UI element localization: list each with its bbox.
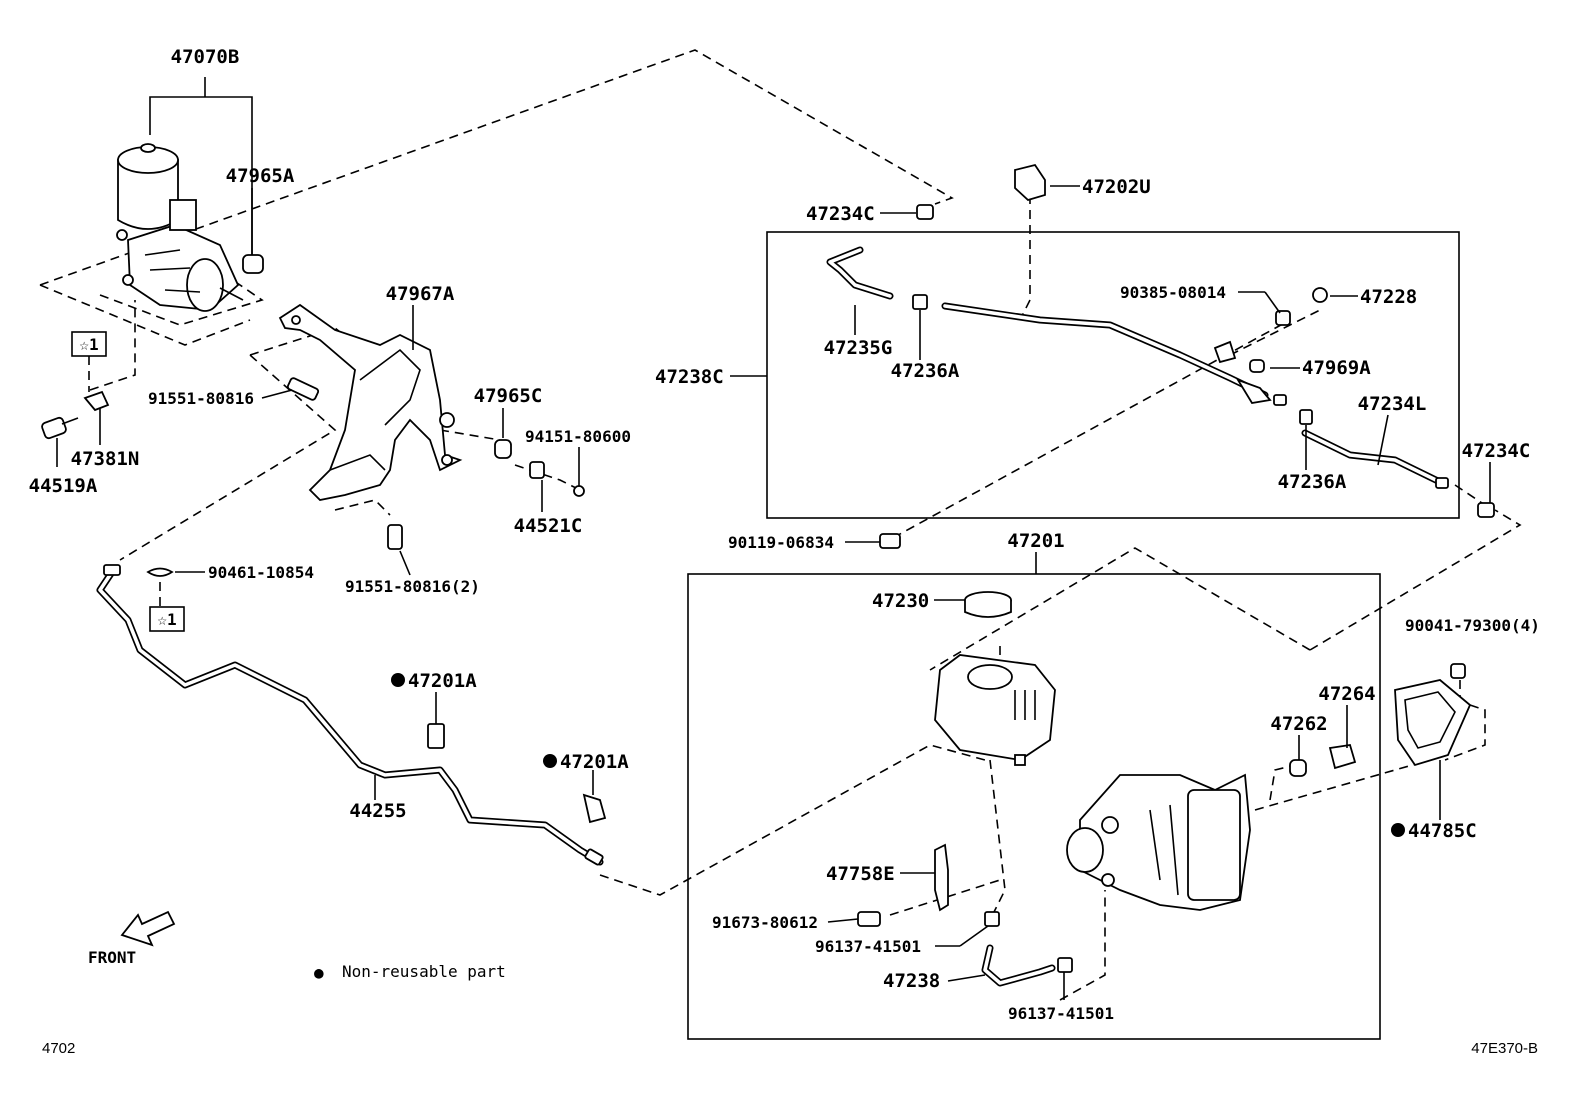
label-47228: 47228: [1360, 286, 1417, 308]
label-90385-08014: 90385-08014: [1120, 283, 1226, 302]
front-label: FRONT: [88, 948, 136, 967]
label-44519A: 44519A: [29, 475, 98, 497]
front-arrow: [120, 910, 176, 947]
label-47758E: 47758E: [826, 863, 895, 885]
label-47070B: 47070B: [171, 46, 240, 68]
label-90461-10854: 90461-10854: [208, 563, 314, 582]
label-47234C-2: 47234C: [1462, 440, 1531, 462]
leader-lines: [56, 185, 1491, 1000]
label-47201A-1: 47201A: [408, 670, 477, 692]
part-90119-06834: [879, 533, 901, 549]
label-47967A: 47967A: [386, 283, 455, 305]
label-47965A: 47965A: [226, 165, 295, 187]
part-47234C-top: [916, 204, 934, 220]
label-91551-80816-2: 91551-80816(2): [345, 577, 480, 596]
label-47202U: 47202U: [1082, 176, 1151, 198]
master-cylinder: [1066, 773, 1251, 911]
legend-symbol: ●: [314, 963, 324, 982]
fasteners-left: [41, 377, 585, 577]
label-47201A-2: 47201A: [560, 751, 629, 773]
part-labels: 47070B 47965A 47967A 91551-80816 47965C …: [29, 46, 1540, 1023]
label-47262: 47262: [1270, 713, 1327, 735]
legend-text: Non-reusable part: [342, 962, 506, 981]
hose-kit: [826, 246, 1449, 489]
footer-left-code: 4702: [42, 1040, 75, 1057]
label-47381N: 47381N: [71, 448, 140, 470]
label-91551-80816: 91551-80816: [148, 389, 254, 408]
label-47236A-2: 47236A: [1278, 471, 1347, 493]
label-47230: 47230: [872, 590, 929, 612]
brake-tube-44255: [96, 564, 607, 866]
label-44521C: 44521C: [514, 515, 583, 537]
nonreusable-dot-47201A-2: [543, 754, 557, 768]
label-96137-41501-1: 96137-41501: [815, 937, 921, 956]
pump-assembly: [116, 143, 264, 312]
star-mark-label-2: ☆1: [157, 610, 176, 629]
nonreusable-dot-47201A-1: [391, 673, 405, 687]
label-47238C: 47238C: [655, 366, 724, 388]
nonreusable-dot-44785C: [1391, 823, 1405, 837]
footer-right-code: 47E370-B: [1471, 1040, 1538, 1057]
part-47234C-right: [1477, 502, 1495, 518]
label-90119-06834: 90119-06834: [728, 533, 834, 552]
label-47969A: 47969A: [1302, 357, 1371, 379]
label-94151-80600: 94151-80600: [525, 427, 631, 446]
label-44785C: 44785C: [1408, 820, 1477, 842]
reservoir: [934, 591, 1056, 766]
label-96137-41501-2: 96137-41501: [1008, 1004, 1114, 1023]
label-47264: 47264: [1318, 683, 1375, 705]
label-90041-79300-4: 90041-79300(4): [1405, 616, 1540, 635]
star-mark-2: ☆1: [149, 606, 185, 632]
label-47236A-1: 47236A: [891, 360, 960, 382]
dashed-assembly-guides: [39, 49, 1522, 1001]
master-cylinder-parts: [857, 663, 1472, 987]
label-47235G: 47235G: [824, 337, 893, 359]
star-mark-label-1: ☆1: [79, 335, 98, 354]
hose-kit-box: [766, 231, 1460, 519]
label-47234L: 47234L: [1358, 393, 1427, 415]
part-47202U: [1014, 163, 1046, 202]
label-47234C-1: 47234C: [806, 203, 875, 225]
label-91673-80612: 91673-80612: [712, 913, 818, 932]
bracket: [278, 303, 463, 501]
label-47238: 47238: [883, 970, 940, 992]
star-mark-1: ☆1: [71, 331, 107, 357]
label-47201: 47201: [1007, 530, 1064, 552]
legend: ● Non-reusable part: [314, 962, 506, 982]
master-cylinder-box: [687, 573, 1381, 1040]
label-44255: 44255: [349, 800, 406, 822]
label-47965C: 47965C: [474, 385, 543, 407]
